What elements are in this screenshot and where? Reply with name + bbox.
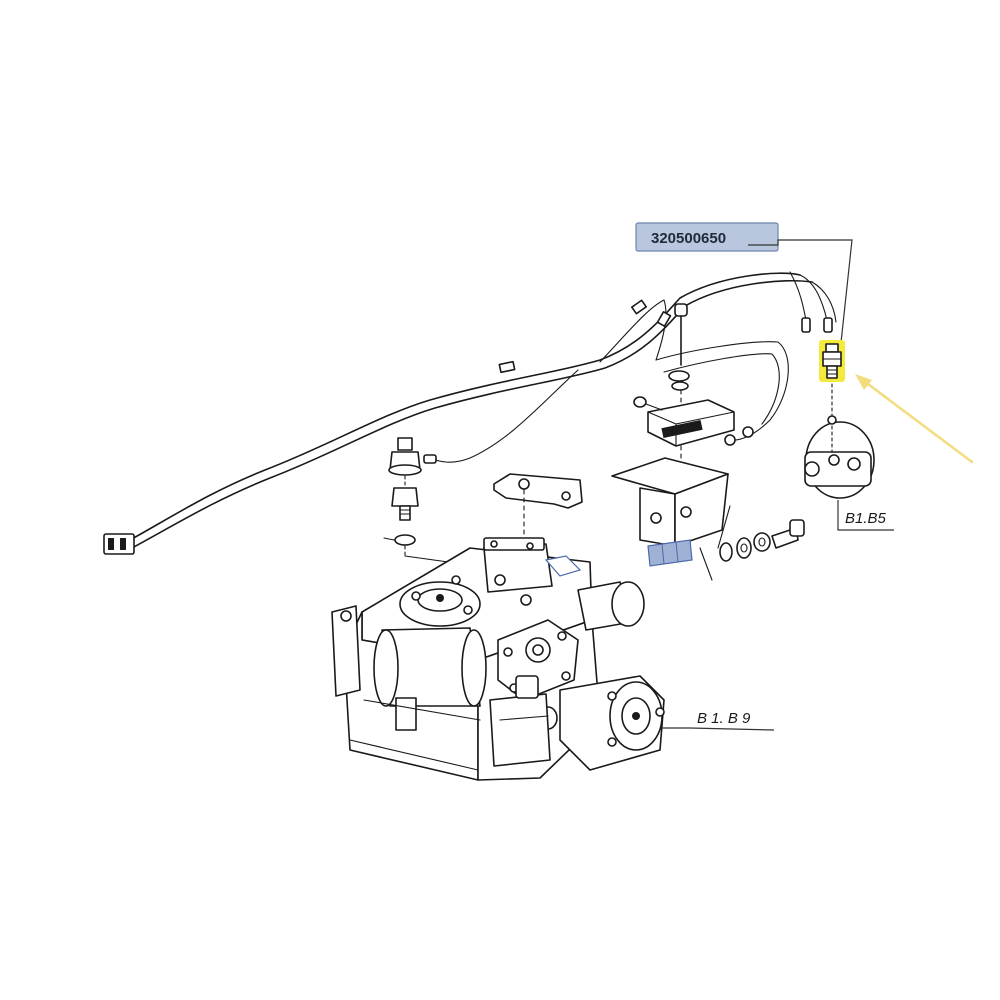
part-number-leader-line xyxy=(748,239,853,353)
sensor-housing-leader xyxy=(837,500,894,531)
pump-assembly[interactable]: B 1. B 9 xyxy=(331,537,775,781)
sensor-housing[interactable]: B1.B5 xyxy=(804,383,894,531)
sensor-housing-label: B1.B5 xyxy=(845,510,887,527)
wiring-harness xyxy=(103,271,837,555)
pump-assembly-leader xyxy=(662,727,775,731)
pointer-arrow xyxy=(855,374,974,464)
bracket-assembly[interactable] xyxy=(611,303,805,581)
part-number-box xyxy=(635,222,779,252)
left-switch-fitting[interactable] xyxy=(383,437,521,573)
part-number-label: 320500650 xyxy=(651,230,726,247)
highlighted-pressure-switch[interactable] xyxy=(819,340,845,382)
cover-plate[interactable] xyxy=(493,473,583,541)
part-number-callout[interactable]: 320500650 xyxy=(635,222,853,353)
pump-assembly-label: B 1. B 9 xyxy=(697,710,751,727)
